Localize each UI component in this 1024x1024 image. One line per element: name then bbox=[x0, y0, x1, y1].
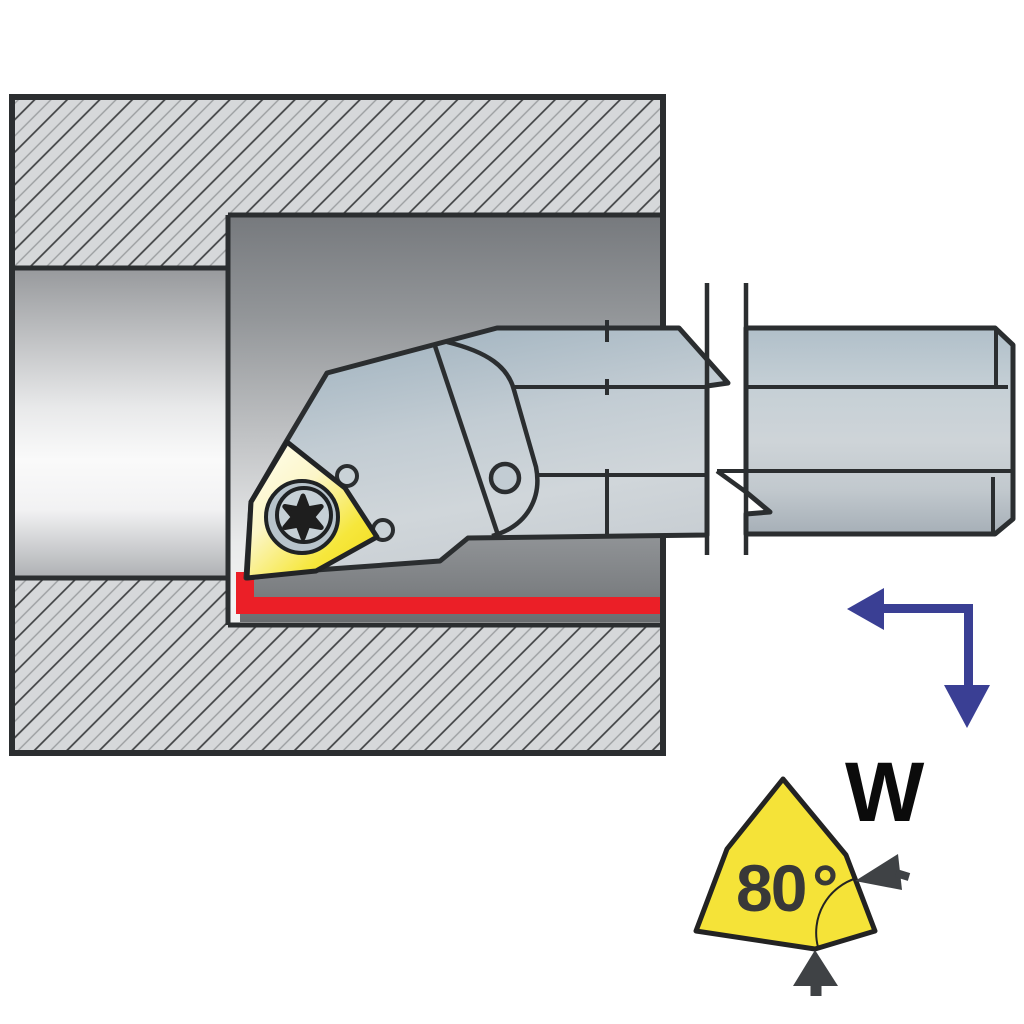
break-symbol bbox=[704, 283, 749, 555]
workpiece-lower-hatch bbox=[12, 578, 663, 753]
workpiece-edges bbox=[9, 94, 666, 756]
arrowhead-down bbox=[944, 685, 990, 728]
arrow-shaft-vertical bbox=[964, 604, 973, 685]
cartridge-left-edge bbox=[432, 345, 501, 536]
arrowhead-left bbox=[847, 588, 884, 630]
nose-angle-label: 80 bbox=[736, 851, 805, 925]
head-hole-small-upper bbox=[335, 464, 359, 488]
break-tear-overhang bbox=[715, 469, 748, 494]
cartridge-right-edge bbox=[446, 339, 540, 539]
boring-bar-shank bbox=[743, 325, 1016, 537]
degree-symbol: ° bbox=[812, 851, 838, 925]
workpiece-section bbox=[12, 97, 663, 753]
arrow-shaft-horizontal bbox=[884, 604, 973, 613]
trigon-shape bbox=[693, 776, 878, 952]
angle-arrow-tail-upper bbox=[894, 869, 911, 881]
cartridge-hole bbox=[488, 461, 522, 495]
workpiece-upper-hatch bbox=[12, 97, 663, 268]
bar-detail-lines bbox=[432, 320, 1012, 539]
bore-interior bbox=[12, 268, 228, 578]
angle-dimension-arc bbox=[815, 877, 858, 948]
torx-screw-icon bbox=[264, 479, 340, 555]
feed-direction-arrow bbox=[847, 588, 990, 728]
insert-code-label: W bbox=[845, 745, 925, 839]
angle-arrowhead-upper bbox=[855, 854, 902, 890]
machined-surface-red-line bbox=[236, 572, 660, 614]
torx-star bbox=[282, 493, 324, 541]
insert-shape-symbol: 80 ° bbox=[693, 776, 911, 996]
angle-arrowhead-lower bbox=[793, 950, 838, 986]
